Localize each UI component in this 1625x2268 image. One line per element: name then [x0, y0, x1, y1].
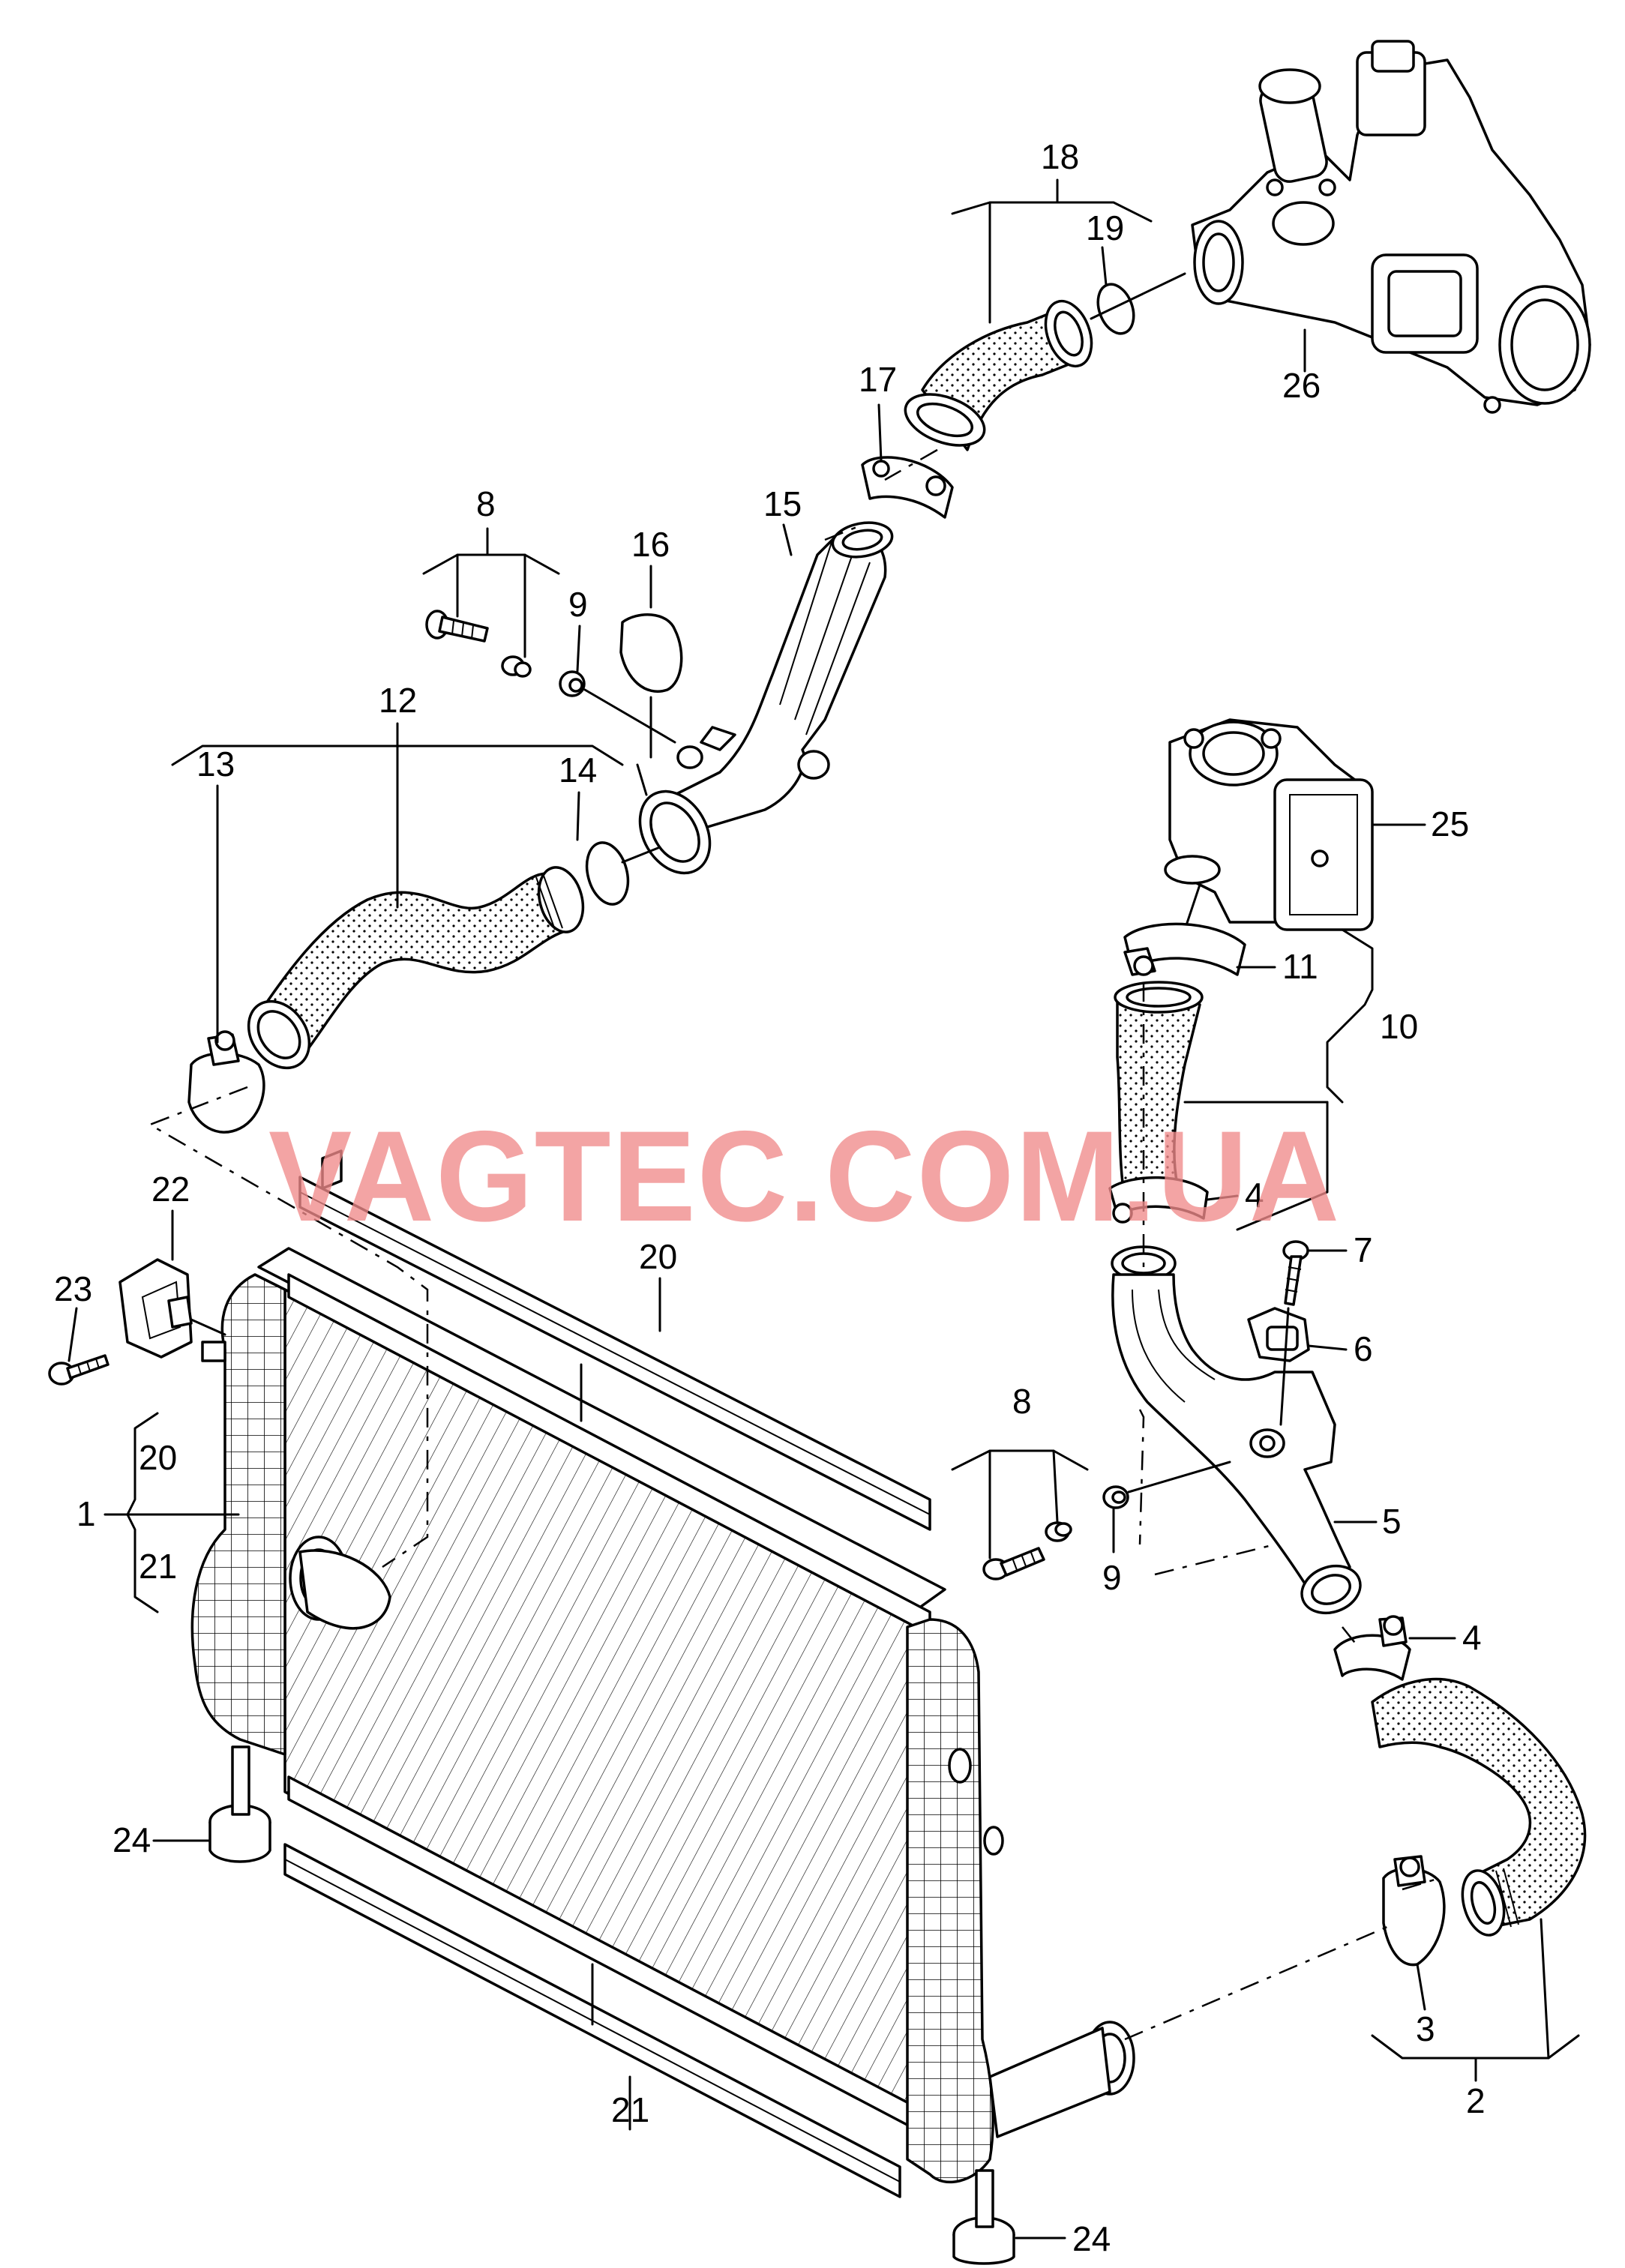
hose-part-18: [904, 299, 1093, 451]
hose-part-2: [1371, 1677, 1587, 1937]
mount-part-24-right: [952, 2169, 1015, 2265]
assembly-lines: [148, 448, 1441, 2041]
o-ring-part-14: [585, 841, 630, 906]
mount-part-24-left: [208, 1745, 271, 1863]
seal-strip-part-20: [298, 1149, 931, 1531]
callout-8-lower: 8: [1012, 1382, 1032, 1421]
callout-14: 14: [559, 751, 597, 789]
pressure-sensor-part-6: [1247, 1307, 1310, 1362]
callout-18: 18: [1041, 137, 1079, 176]
callout-13: 13: [196, 745, 235, 783]
callout-11: 11: [1282, 947, 1318, 986]
callout-9-upper: 9: [568, 585, 588, 624]
callout-4-lower: 4: [1462, 1618, 1482, 1657]
clamp-part-4-lower: [1333, 1615, 1411, 1681]
watermark-text: VAGTEC.COM.UA: [268, 1104, 1341, 1248]
callout-17: 17: [859, 360, 897, 399]
clamp-part-3: [1382, 1855, 1446, 1967]
charge-pipe-part-5: [1111, 1245, 1362, 1615]
callout-26: 26: [1282, 366, 1321, 405]
clamp-part-11: [1123, 922, 1246, 976]
clamp-part-13: [187, 1030, 265, 1134]
throttle-valve-part-25: [1164, 718, 1374, 931]
callout-15: 15: [763, 484, 802, 523]
callout-4-upper: 4: [1245, 1176, 1264, 1215]
gasket-part-16: [619, 613, 683, 693]
callout-21-bottom: 21: [611, 2090, 649, 2129]
bolt-set-part-8-lower: [982, 1485, 1129, 1580]
callout-25: 25: [1431, 804, 1469, 843]
callout-24-right: 24: [1072, 2219, 1111, 2258]
callout-19: 19: [1086, 208, 1124, 247]
bolt-set-part-8-upper: [425, 610, 586, 697]
callout-20-top: 20: [639, 1237, 677, 1276]
callout-3: 3: [1416, 2009, 1435, 2048]
hose-part-12: [247, 866, 585, 1070]
callout-7: 7: [1354, 1230, 1373, 1269]
screw-part-23: [48, 1354, 109, 1386]
callout-8-upper: 8: [476, 484, 496, 523]
callout-22: 22: [151, 1170, 190, 1209]
leader-lines: [67, 178, 1580, 2240]
callout-12: 12: [379, 681, 417, 720]
clamp-part-17: [861, 456, 954, 519]
bracket-part-22: [118, 1258, 193, 1359]
o-ring-part-19: [1096, 283, 1135, 335]
callout-10: 10: [1380, 1007, 1418, 1046]
callout-6: 6: [1354, 1329, 1373, 1368]
screw-part-7: [1282, 1240, 1309, 1306]
callout-23: 23: [54, 1269, 92, 1308]
callout-24-left: 24: [112, 1820, 151, 1859]
callout-labels: 18 19 26 17 15 16 8 9 12 13 14 25 11 10 …: [54, 137, 1486, 2258]
callout-2: 2: [1466, 2081, 1486, 2120]
hose-part-10: [1114, 981, 1204, 1201]
clamp-part-4-upper: [1108, 1176, 1209, 1224]
callout-9-lower: 9: [1102, 1558, 1122, 1597]
callout-21-bracket: 21: [139, 1547, 177, 1586]
charge-pipe-part-15: [638, 521, 894, 875]
callout-16: 16: [631, 525, 670, 564]
callout-1: 1: [76, 1494, 96, 1533]
callout-5: 5: [1382, 1502, 1402, 1541]
intercooler-part-1: [190, 1247, 1135, 2184]
callout-20-bracket: 20: [139, 1438, 177, 1477]
turbo-housing-part-26: [1191, 40, 1591, 414]
